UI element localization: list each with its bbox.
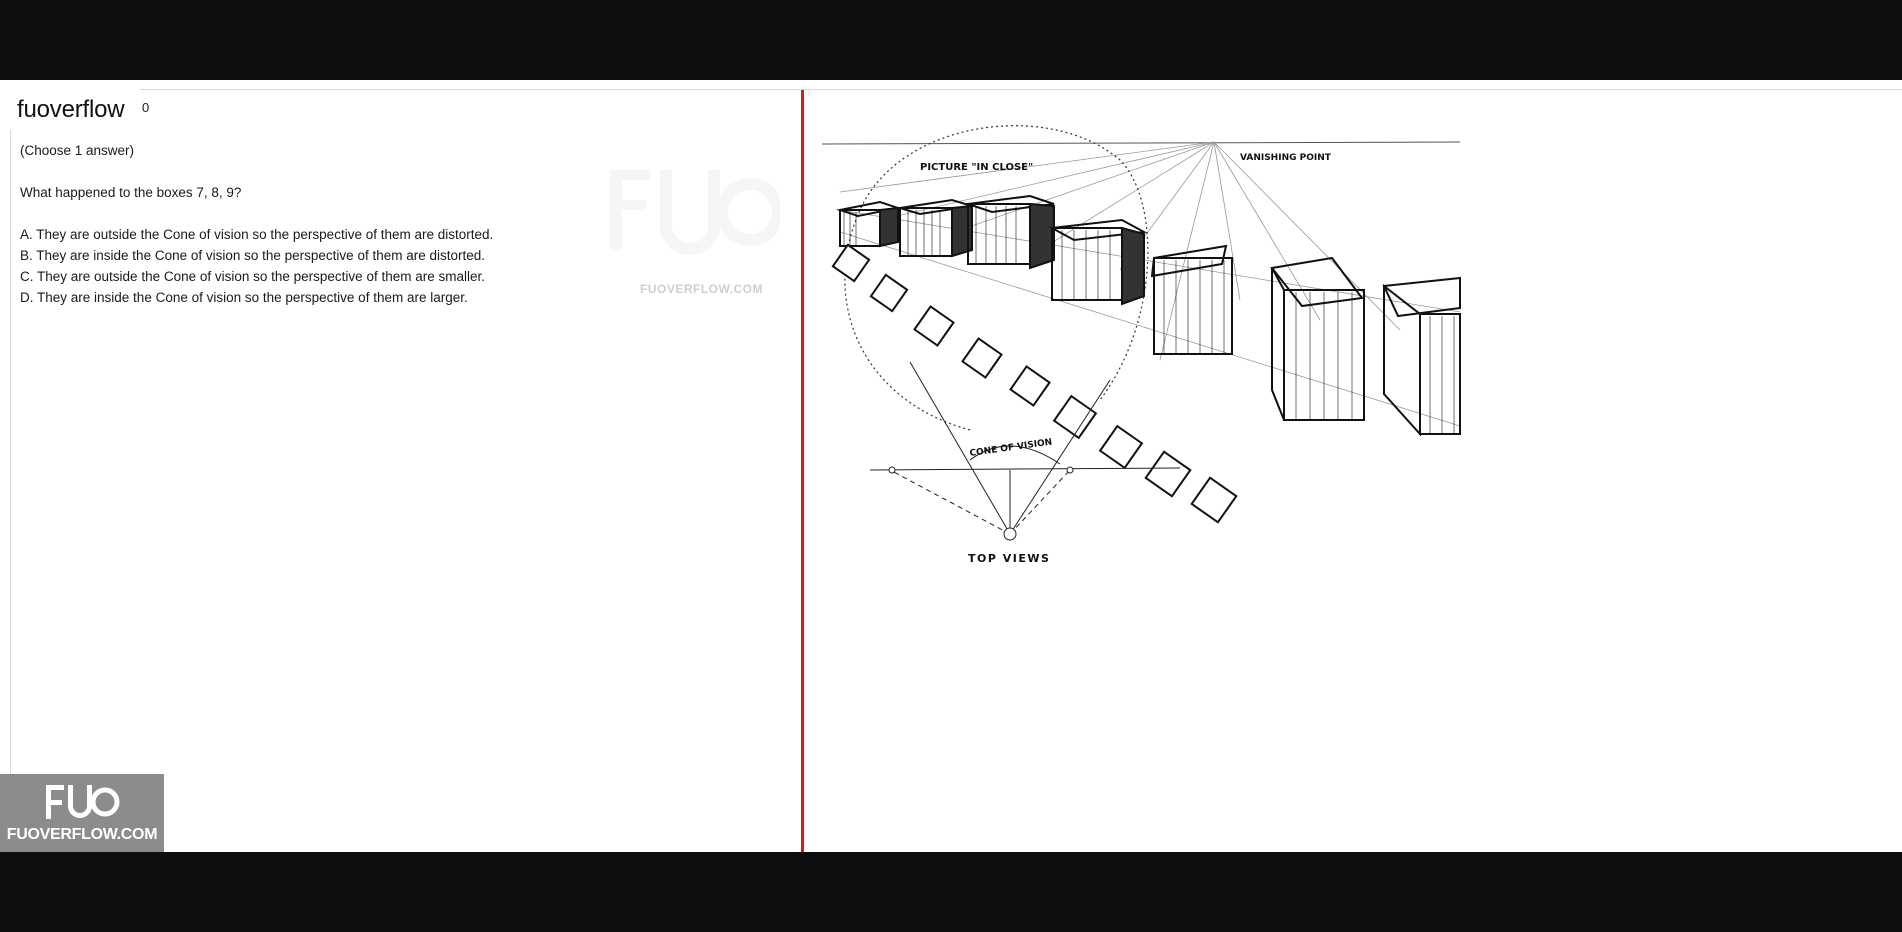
brand-title[interactable]: fuoverflow	[17, 96, 125, 123]
watermark-text: FUOVERFLOW.COM	[640, 282, 763, 296]
label-cone-of-vision: CONE OF VISION	[969, 437, 1053, 459]
logo-text: FUOVERFLOW.COM	[6, 826, 158, 843]
question-prompt: What happened to the boxes 7, 8, 9?	[20, 185, 242, 200]
watermark-logo	[610, 170, 780, 255]
label-vanishing-point: VANISHING POINT	[1240, 153, 1332, 163]
top-rule	[140, 80, 1902, 90]
label-top-views: TOP VIEWS	[968, 552, 1050, 565]
fuo-logo-icon	[46, 785, 120, 819]
option-a[interactable]: A. They are outside the Cone of vision s…	[20, 227, 494, 242]
bottom-letterbox	[0, 852, 1902, 932]
label-picture-in-close: PICTURE "IN CLOSE"	[920, 162, 1033, 173]
answer-counter: 0	[142, 100, 150, 115]
left-rule	[10, 130, 11, 852]
option-c[interactable]: C. They are outside the Cone of vision s…	[20, 269, 485, 284]
panel-divider	[801, 90, 804, 852]
perspective-diagram: PICTURE "IN CLOSE" VANISHING POINT CONE …	[821, 125, 1461, 565]
question-page: fuoverflow 0 (Choose 1 answer) What happ…	[0, 80, 1902, 852]
question-instruction: (Choose 1 answer)	[20, 143, 135, 158]
option-b[interactable]: B. They are inside the Cone of vision so…	[20, 248, 486, 263]
top-letterbox	[0, 0, 1902, 80]
question-panel: (Choose 1 answer) What happened to the b…	[20, 140, 580, 308]
option-d[interactable]: D. They are inside the Cone of vision so…	[20, 290, 468, 305]
site-logo[interactable]: FUOVERFLOW.COM	[0, 774, 164, 852]
